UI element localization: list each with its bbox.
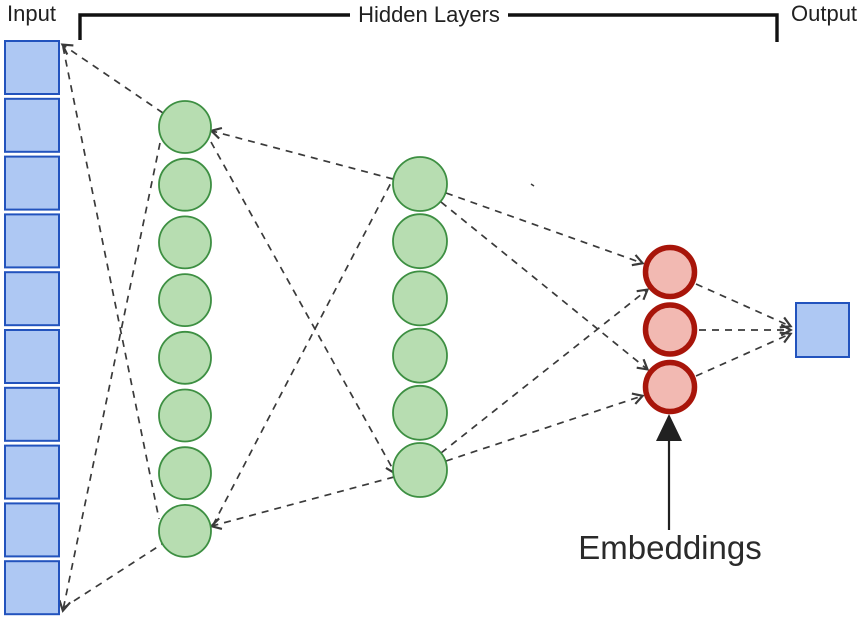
embedding-node xyxy=(642,359,698,415)
output-layer xyxy=(795,302,850,358)
connection-line xyxy=(440,288,650,454)
input-node xyxy=(4,40,60,95)
embedding-node xyxy=(642,302,698,357)
embeddings-pointer-arrowhead xyxy=(656,414,682,441)
input-layer xyxy=(4,40,60,616)
hidden2-node xyxy=(392,442,448,498)
connection-line xyxy=(60,43,164,114)
connection-line xyxy=(209,476,395,531)
hidden-layer-1 xyxy=(158,100,212,558)
connection-line xyxy=(440,201,650,371)
input-node xyxy=(4,386,60,442)
input-node xyxy=(4,329,60,384)
hidden-layer-2 xyxy=(392,156,448,498)
hidden1-node xyxy=(158,100,212,154)
embedding-layer xyxy=(642,244,698,415)
input-node xyxy=(4,502,60,558)
input-node xyxy=(4,213,60,269)
hidden1-node xyxy=(158,273,212,328)
hidden1-node xyxy=(158,215,212,270)
output-node xyxy=(795,302,850,358)
input-node xyxy=(4,271,60,327)
connection-line xyxy=(210,141,397,476)
connection-line xyxy=(212,176,395,526)
connection-line xyxy=(209,126,394,180)
hidden2-node xyxy=(392,270,448,327)
connection-line xyxy=(445,192,645,267)
hidden2-node xyxy=(392,156,448,212)
hidden1-node xyxy=(158,446,212,501)
input-node xyxy=(4,97,60,153)
hidden1-node xyxy=(158,388,212,443)
hidden-layers-label: Hidden Layers xyxy=(358,2,500,27)
hidden2-node xyxy=(392,327,448,384)
connection-line xyxy=(695,331,793,377)
speck-mark xyxy=(530,183,535,187)
output-label: Output xyxy=(791,1,858,26)
hidden1-node xyxy=(158,157,212,212)
hidden-layers-bracket xyxy=(78,13,350,40)
connection-line xyxy=(58,142,161,613)
connection-line xyxy=(695,283,793,329)
connection-line xyxy=(62,543,163,609)
input-node xyxy=(4,560,60,616)
hidden1-node xyxy=(158,504,212,558)
hidden2-node xyxy=(392,384,448,441)
hidden-layers-bracket xyxy=(508,13,779,42)
input-label: Input xyxy=(7,1,56,26)
input-node xyxy=(4,155,60,211)
connection-line xyxy=(445,392,645,462)
hidden1-node xyxy=(158,330,212,385)
hidden2-node xyxy=(392,213,448,270)
connection-line xyxy=(62,46,160,520)
embeddings-label: Embeddings xyxy=(578,529,762,566)
input-node xyxy=(4,444,60,500)
embedding-node xyxy=(642,244,698,300)
